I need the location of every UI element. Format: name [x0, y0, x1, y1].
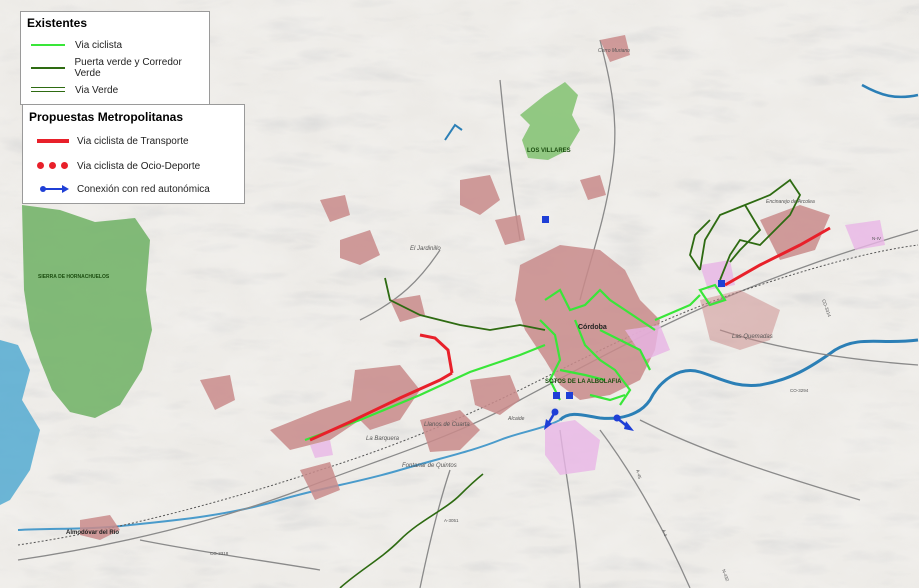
- legend-item-label: Via Verde: [75, 84, 119, 96]
- sierra-hornachuelos-forest: [22, 205, 152, 418]
- legend-propuestas: Propuestas Metropolitanas Via ciclista d…: [22, 104, 245, 204]
- legend-symbol-double-line: [27, 83, 67, 97]
- legend-symbol-green-line: [27, 38, 67, 52]
- reservoir-water: [0, 340, 40, 505]
- label-encinarejo: Encinarejo de Arcolea: [766, 199, 815, 205]
- legend-item-label: Via ciclista de Transporte: [77, 135, 189, 147]
- road-label-a4: A-4: [661, 529, 668, 538]
- road-label-co3314: CO-3314: [821, 299, 832, 318]
- road-label-a3051: A-3051: [444, 518, 459, 523]
- road-label-nv: N-IV: [872, 236, 881, 241]
- label-fontanar: Fontanar de Quintos: [402, 463, 457, 469]
- river-ne: [861, 83, 919, 99]
- road-label-a45: A-45: [635, 469, 642, 480]
- label-jardinillo: El Jardinillo: [410, 246, 441, 252]
- via-verde: [339, 473, 484, 588]
- legend-item-label: Via ciclista: [75, 39, 123, 51]
- road-labels: A-3051 CO-3314 CO-3294 CO-3318 A-45 N-43…: [210, 236, 881, 582]
- los-villares-forest: [520, 82, 580, 160]
- legend-item-via-verde: Via Verde: [27, 83, 118, 97]
- legend-item-label: Puerta verde y Corredor Verde: [74, 57, 182, 79]
- guadalquivir-river: [558, 338, 919, 422]
- label-cordoba: Córdoba: [578, 324, 607, 331]
- roads: [17, 39, 919, 588]
- legend-symbol-blue-arrow: [29, 182, 69, 196]
- label-cerro: Cerro Muriano: [598, 48, 630, 54]
- legend-symbol-red-dots: [29, 159, 69, 173]
- legend-item-ocio-deporte: Via ciclista de Ocio-Deporte: [29, 159, 200, 173]
- label-hornachuelos: SIERRA DE HORNACHUELOS: [38, 274, 110, 280]
- label-almodovar: Almodóvar del Río: [66, 530, 119, 536]
- legend-item-transporte: Via ciclista de Transporte: [29, 134, 189, 148]
- legend-item-label: Conexión con red autonómica: [77, 183, 210, 195]
- road-label-co3294: CO-3294: [790, 388, 809, 393]
- label-llanos: Llanos de Cuarta: [424, 422, 470, 428]
- label-alcaide: Alcaide: [507, 416, 525, 422]
- legend-existentes-title: Existentes: [27, 16, 88, 30]
- stream-n: [444, 123, 463, 141]
- legend-item-conexion: Conexión con red autonómica: [29, 182, 210, 196]
- legend-propuestas-title: Propuestas Metropolitanas: [29, 110, 184, 124]
- existing-bike-lanes: [304, 283, 727, 442]
- green-corridors: [384, 178, 802, 331]
- label-quemadas: Las Quemadas: [732, 334, 773, 340]
- legend-item-label: Via ciclista de Ocio-Deporte: [77, 160, 201, 172]
- legend-existentes: Existentes Via ciclista Puerta verde y C…: [20, 11, 210, 105]
- label-villares: LOS VILLARES: [527, 148, 571, 154]
- railway: [17, 244, 919, 546]
- place-labels: Córdoba SOTOS DE LA ALBOLAFIA LOS VILLAR…: [38, 48, 815, 536]
- blue-arrow-icon: [40, 185, 69, 193]
- legend-item-via-ciclista: Via ciclista: [27, 38, 122, 52]
- legend-symbol-red-line: [29, 134, 69, 148]
- label-sotos: SOTOS DE LA ALBOLAFIA: [545, 379, 622, 385]
- road-label-co3318: CO-3318: [210, 551, 229, 556]
- proposed-bike-lanes: [309, 226, 831, 442]
- connection-arrows: [544, 408, 634, 431]
- label-barquera: La Barquera: [366, 436, 400, 442]
- legend-item-puerta-verde: Puerta verde y Corredor Verde: [27, 57, 209, 79]
- road-label-n432: N-432: [721, 569, 730, 583]
- legend-symbol-darkgreen-line: [27, 61, 67, 75]
- poi-markers: [542, 216, 725, 399]
- urban-areas: [80, 35, 830, 540]
- pink-zones: [310, 220, 885, 475]
